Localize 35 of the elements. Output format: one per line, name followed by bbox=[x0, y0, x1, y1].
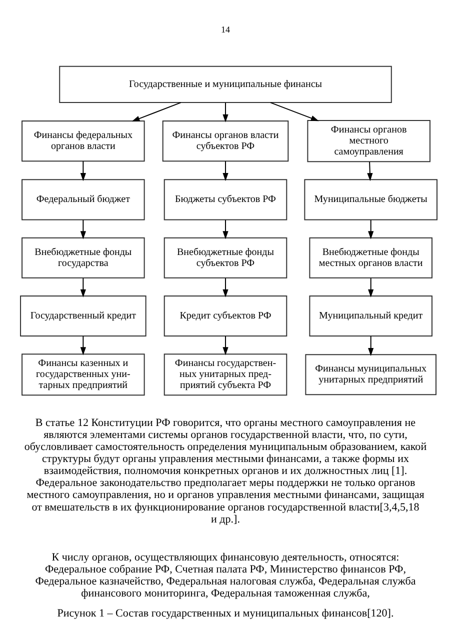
node-box: Финансы государствен- ных унитарных пред- приятий субъекта РФ bbox=[163, 354, 287, 396]
node-box: Бюджеты субъектов РФ bbox=[163, 179, 287, 220]
arrow bbox=[131, 102, 181, 122]
node-box: Финансы органов местного самоуправления bbox=[306, 120, 430, 162]
label: В статье 12 Конституции РФ говорится, что органы местного самоуправления не являются элементами системы органов государственной власти, что, по сути, обусловливает самостоятельность определения муниципальным образованием, какой структуры будут органы управления местными финансами, а также формы их взаимодействия, полномочия конкретных органов и их должностных лиц [1]. Федеральное законодательство предполагает меры поддержки не только органов местного самоуправления, но и органов управления местными финансами, защищая от вмешательств в их функционирование органов государственной власти[3,4,5,18 и др.]. bbox=[24, 417, 426, 526]
node-box: Финансы муниципальных унитарных предприятий bbox=[304, 354, 436, 396]
arrow bbox=[269, 102, 318, 122]
node-box: Государственный кредит bbox=[20, 295, 146, 337]
arrow bbox=[80, 336, 86, 356]
arrow bbox=[368, 336, 374, 356]
node-box: Внебюджетные фонды субъектов РФ bbox=[163, 237, 287, 278]
arrow bbox=[222, 160, 228, 182]
node-box: Государственные и муниципальные финансы bbox=[58, 66, 392, 103]
node-box: Внебюджетные фонды местных органов власти bbox=[308, 237, 432, 278]
node-box: Муниципальный кредит bbox=[308, 295, 432, 337]
node-box: Финансы федеральных органов власти bbox=[21, 120, 144, 162]
arrow bbox=[366, 161, 372, 182]
node-box: Внебюджетные фонды государства bbox=[21, 237, 144, 278]
arrow bbox=[80, 278, 86, 298]
node-box: Финансы органов власти субъектов РФ bbox=[162, 120, 288, 162]
node-box: Федеральный бюджет bbox=[21, 179, 144, 220]
node-box: Финансы казенных и государственных уни- тарных предприятий bbox=[21, 354, 144, 396]
arrow bbox=[368, 220, 374, 240]
arrow bbox=[80, 220, 86, 240]
label: 14 bbox=[220, 24, 230, 35]
arrow bbox=[222, 336, 228, 356]
arrow bbox=[222, 278, 228, 298]
arrow bbox=[368, 278, 374, 298]
node-box: Муниципальные бюджеты bbox=[304, 179, 437, 220]
arrow bbox=[80, 160, 86, 182]
node-box: Кредит субъектов РФ bbox=[163, 295, 287, 337]
label: К числу органов, осуществляющих финансовую деятельность, относятся: Федеральное собрание РФ, Счетная палата РФ, Министерство финансов РФ, Федеральное казначейство, Федеральная налоговая служба, Федеральная служба финансового мониторинга, Федеральная таможенная служба, bbox=[34, 551, 416, 600]
arrow bbox=[222, 102, 228, 122]
arrow bbox=[222, 220, 228, 240]
caption: Рисунок 1 – Состав государственных и муниципальных финансов[120]. bbox=[56, 607, 394, 620]
